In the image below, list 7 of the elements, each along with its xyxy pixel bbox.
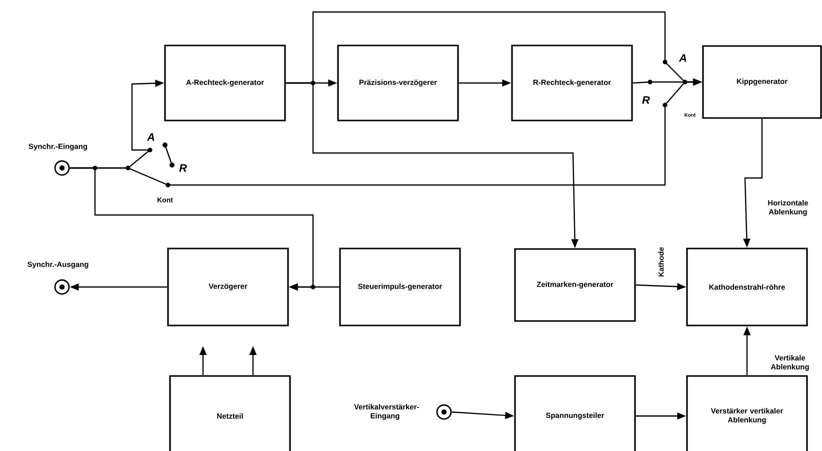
switch-label: A bbox=[146, 133, 154, 141]
switch-label: R bbox=[179, 164, 187, 172]
switch-label: R bbox=[642, 96, 650, 104]
jack-symbol bbox=[54, 279, 70, 295]
jack-symbol bbox=[54, 160, 70, 176]
jack-symbol bbox=[436, 404, 452, 420]
switch-label: A bbox=[678, 54, 686, 62]
